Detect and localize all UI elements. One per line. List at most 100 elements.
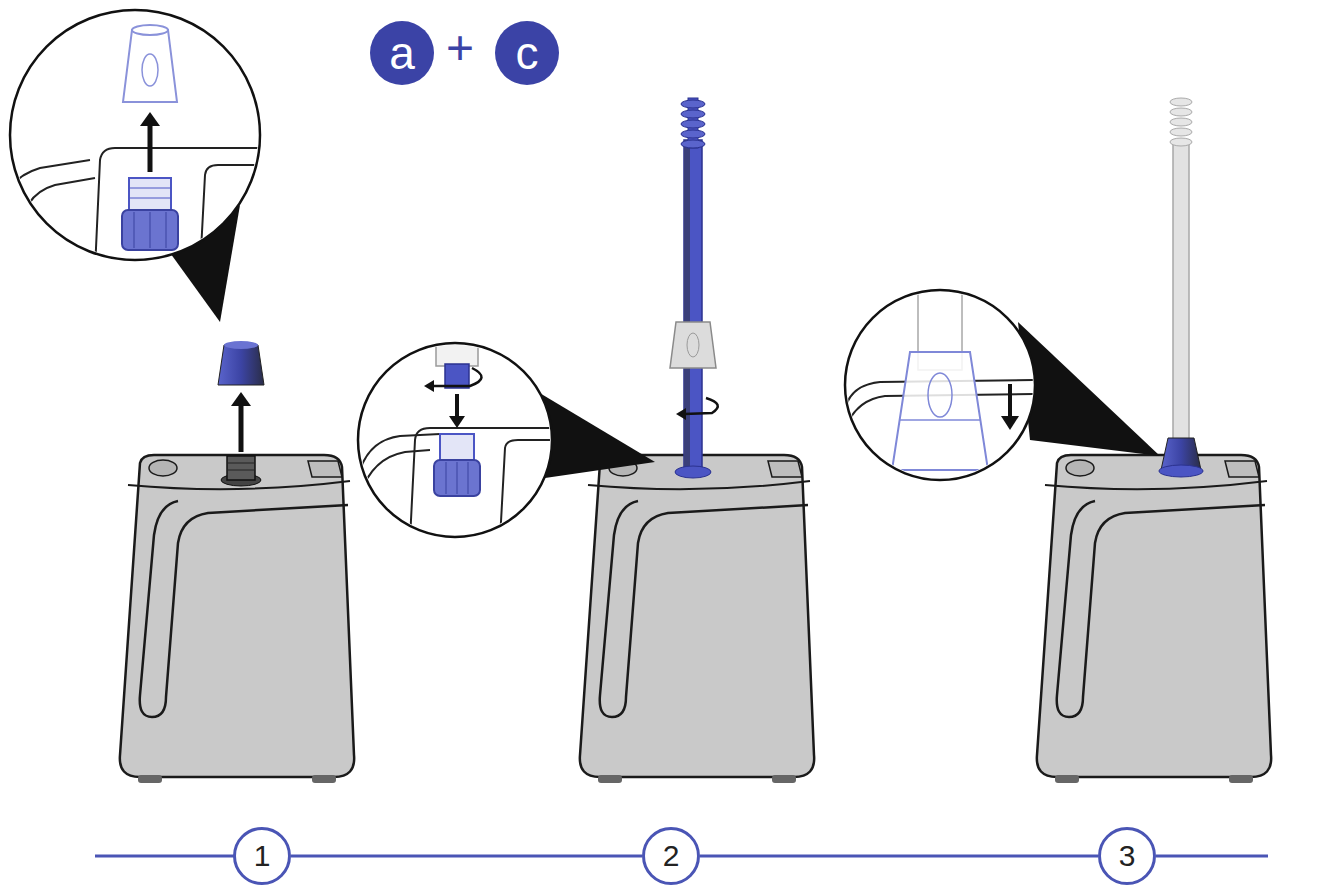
cap-edge xyxy=(900,419,980,421)
part-letter-circle: c xyxy=(495,21,559,85)
spring-coil xyxy=(1170,138,1192,146)
step-three xyxy=(845,98,1271,783)
spring xyxy=(681,98,705,148)
step-number-circle: 2 xyxy=(642,827,700,885)
ring-rib xyxy=(150,212,151,248)
callout-circle xyxy=(10,10,260,260)
cap-body xyxy=(218,345,264,385)
arrow-head xyxy=(676,408,686,420)
circle-shape xyxy=(644,829,699,884)
nozzle-thread xyxy=(129,178,171,210)
step-one xyxy=(4,10,354,783)
nozzle-ring xyxy=(675,466,711,478)
step-number-circle: 3 xyxy=(1098,827,1156,885)
tube xyxy=(684,140,702,470)
contour-line xyxy=(95,148,270,270)
cap-grip xyxy=(687,333,699,357)
step-number-circle: 1 xyxy=(233,827,291,885)
spring-coil xyxy=(1170,98,1192,106)
circle-shape xyxy=(370,21,434,85)
step-number: 3 xyxy=(1119,841,1136,871)
cap-outline xyxy=(123,30,177,102)
spring-coil xyxy=(1170,128,1192,136)
cap-outline xyxy=(892,352,988,470)
arrow-head xyxy=(140,112,160,126)
contour-line xyxy=(360,434,440,470)
device-body xyxy=(580,455,814,783)
rotate-arrow xyxy=(432,368,482,386)
part-letter: a xyxy=(389,30,415,76)
cap-sleeve xyxy=(670,322,716,368)
contour-line xyxy=(20,178,95,240)
thread-line xyxy=(129,198,171,199)
cap-grip xyxy=(928,373,952,417)
ring-rib xyxy=(166,212,167,248)
cap-grip xyxy=(142,54,158,86)
callout-detail xyxy=(360,336,560,540)
tube xyxy=(1173,140,1189,442)
tube-end xyxy=(436,336,478,366)
nozzle-thread xyxy=(440,434,474,460)
spring-coil xyxy=(681,140,705,148)
circle-shape xyxy=(495,21,559,85)
step-number: 2 xyxy=(663,841,680,871)
nozzle xyxy=(221,456,261,486)
ring-rib xyxy=(446,462,447,494)
device-body xyxy=(1037,455,1271,783)
spring-coil xyxy=(681,120,705,128)
cap-top xyxy=(132,25,168,35)
spring-coil xyxy=(681,130,705,138)
contour-line xyxy=(360,450,430,495)
arrow-head xyxy=(231,392,251,406)
nozzle-ring xyxy=(122,210,178,250)
contour-line xyxy=(410,428,560,540)
step-two xyxy=(358,98,814,783)
contour-line xyxy=(200,165,270,270)
arrow-down xyxy=(1008,384,1012,418)
callout-detail xyxy=(845,280,1040,470)
spring-coil xyxy=(681,110,705,118)
arrow-down xyxy=(455,394,459,418)
device-body xyxy=(120,455,354,783)
circle-shape xyxy=(235,829,290,884)
tube-shade xyxy=(684,140,690,470)
nozzle-ring xyxy=(1159,465,1203,477)
callout-pointer xyxy=(1018,322,1160,456)
timeline-line xyxy=(95,855,234,858)
arrow-up xyxy=(148,124,153,172)
cap-top xyxy=(224,341,258,349)
nozzle-ring xyxy=(434,460,480,496)
callout-detail xyxy=(4,25,270,270)
part-letter: c xyxy=(516,30,539,76)
spring-coil xyxy=(681,100,705,108)
timeline-line xyxy=(1156,855,1268,858)
spring-coil xyxy=(1170,118,1192,126)
step-number: 1 xyxy=(254,841,271,871)
arrow-up xyxy=(239,404,244,452)
callout-pointer xyxy=(538,392,655,478)
timeline-connector xyxy=(291,855,642,858)
arrow-head xyxy=(424,380,434,392)
tube-connector xyxy=(445,364,469,388)
rotate-arrow xyxy=(684,398,718,414)
spring-coil xyxy=(1170,108,1192,116)
ring-rib xyxy=(457,462,458,494)
cap xyxy=(218,341,264,385)
contour-line xyxy=(4,160,90,220)
circle-shape xyxy=(1100,829,1155,884)
ring-rib xyxy=(134,212,135,248)
part-letter-circle: a xyxy=(370,21,434,85)
contour-line xyxy=(500,440,560,540)
ring-rib xyxy=(468,462,469,494)
arrow-head xyxy=(449,416,465,428)
thread-line xyxy=(129,188,171,189)
arrow-head xyxy=(1001,416,1019,430)
thread-line xyxy=(227,470,255,471)
thread-line xyxy=(227,463,255,464)
nozzle-thread xyxy=(227,456,255,480)
timeline-connector xyxy=(700,855,1098,858)
plus-sign: + xyxy=(446,24,474,72)
